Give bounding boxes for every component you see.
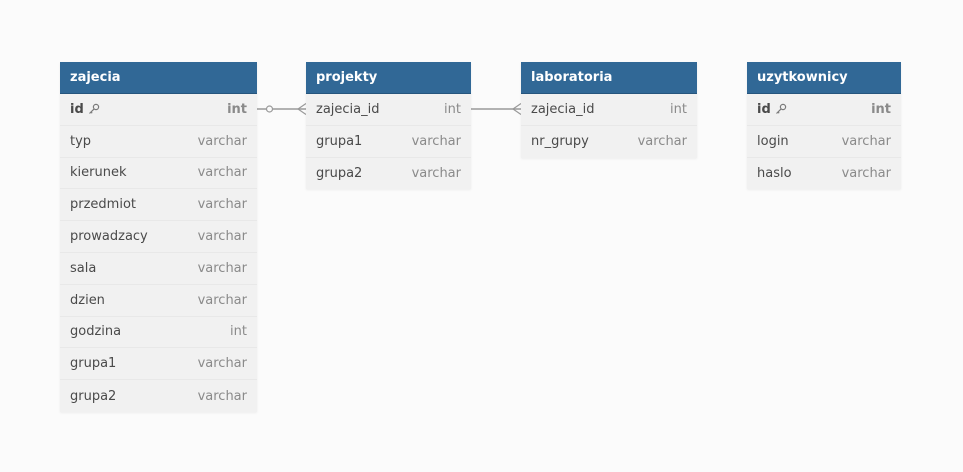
field-type: varchar	[411, 165, 461, 181]
field-name: grupa2	[70, 388, 117, 404]
field-name: haslo	[757, 165, 792, 181]
relation-zajecia-projekty[interactable]	[257, 103, 307, 115]
field-name: dzien	[70, 292, 105, 308]
field-name: typ	[70, 133, 92, 149]
field-type: int	[227, 101, 247, 117]
field-row-grupa1[interactable]: grupa1 varchar	[306, 126, 471, 158]
table-header[interactable]: laboratoria	[521, 62, 697, 94]
field-name: sala	[70, 260, 97, 276]
key-icon	[88, 104, 99, 115]
field-row-grupa2[interactable]: grupa2 varchar	[306, 158, 471, 190]
field-type: int	[871, 101, 891, 117]
field-name: zajecia_id	[531, 101, 595, 117]
field-name: nr_grupy	[531, 134, 589, 150]
field-type: int	[444, 101, 461, 117]
table-uzytkownicy[interactable]: uzytkownicy id int login varchar haslo v…	[747, 62, 901, 190]
field-row-prowadzacy[interactable]: prowadzacy varchar	[60, 221, 257, 253]
field-row-dzien[interactable]: dzien varchar	[60, 285, 257, 317]
crowfoot-marker	[511, 103, 522, 115]
field-type: varchar	[197, 133, 247, 149]
field-row-zajecia-id[interactable]: zajecia_id int	[306, 94, 471, 126]
table-projekty[interactable]: projekty zajecia_id int grupa1 varchar g…	[306, 62, 471, 190]
field-type: int	[230, 324, 247, 340]
field-type: varchar	[197, 165, 247, 181]
table-header[interactable]: zajecia	[60, 62, 257, 94]
field-type: varchar	[637, 134, 687, 150]
field-name: godzina	[70, 324, 122, 340]
field-name: id	[757, 102, 871, 117]
field-type: varchar	[841, 133, 891, 149]
field-type: varchar	[197, 388, 247, 404]
field-type: varchar	[197, 260, 247, 276]
one-end-marker	[265, 105, 274, 113]
field-type: varchar	[197, 229, 247, 245]
field-name: przedmiot	[70, 197, 136, 213]
field-row-godzina[interactable]: godzina int	[60, 317, 257, 349]
table-laboratoria[interactable]: laboratoria zajecia_id int nr_grupy varc…	[521, 62, 697, 158]
field-name: prowadzacy	[70, 229, 148, 245]
field-type: varchar	[197, 197, 247, 213]
field-type: varchar	[841, 165, 891, 181]
field-row-grupa2[interactable]: grupa2 varchar	[60, 380, 257, 412]
field-row-przedmiot[interactable]: przedmiot varchar	[60, 189, 257, 222]
field-name: login	[757, 133, 789, 149]
field-name: grupa1	[316, 133, 363, 149]
field-row-grupa1[interactable]: grupa1 varchar	[60, 348, 257, 381]
field-type: varchar	[197, 292, 247, 308]
crowfoot-marker	[296, 103, 307, 115]
field-row-id[interactable]: id int	[60, 94, 257, 126]
field-type: varchar	[411, 133, 461, 149]
key-icon	[775, 104, 786, 115]
table-zajecia[interactable]: zajecia id int typ varchar kierunek varc…	[60, 62, 257, 412]
field-row-zajecia-id[interactable]: zajecia_id int	[521, 94, 697, 126]
field-name: id	[70, 102, 227, 117]
table-header[interactable]: uzytkownicy	[747, 62, 901, 94]
field-type: varchar	[197, 356, 247, 372]
field-name: grupa2	[316, 165, 363, 181]
field-row-kierunek[interactable]: kierunek varchar	[60, 158, 257, 190]
field-row-login[interactable]: login varchar	[747, 126, 901, 158]
relation-projekty-laboratoria[interactable]	[471, 103, 522, 115]
field-row-typ[interactable]: typ varchar	[60, 126, 257, 158]
field-name-text: id	[70, 101, 84, 117]
field-name: grupa1	[70, 356, 117, 372]
field-row-sala[interactable]: sala varchar	[60, 253, 257, 285]
field-row-nr-grupy[interactable]: nr_grupy varchar	[521, 126, 697, 158]
table-header[interactable]: projekty	[306, 62, 471, 94]
field-name-text: id	[757, 101, 771, 117]
field-row-haslo[interactable]: haslo varchar	[747, 158, 901, 190]
field-name: kierunek	[70, 165, 127, 181]
field-name: zajecia_id	[316, 101, 380, 117]
field-row-id[interactable]: id int	[747, 94, 901, 126]
field-type: int	[670, 101, 687, 117]
